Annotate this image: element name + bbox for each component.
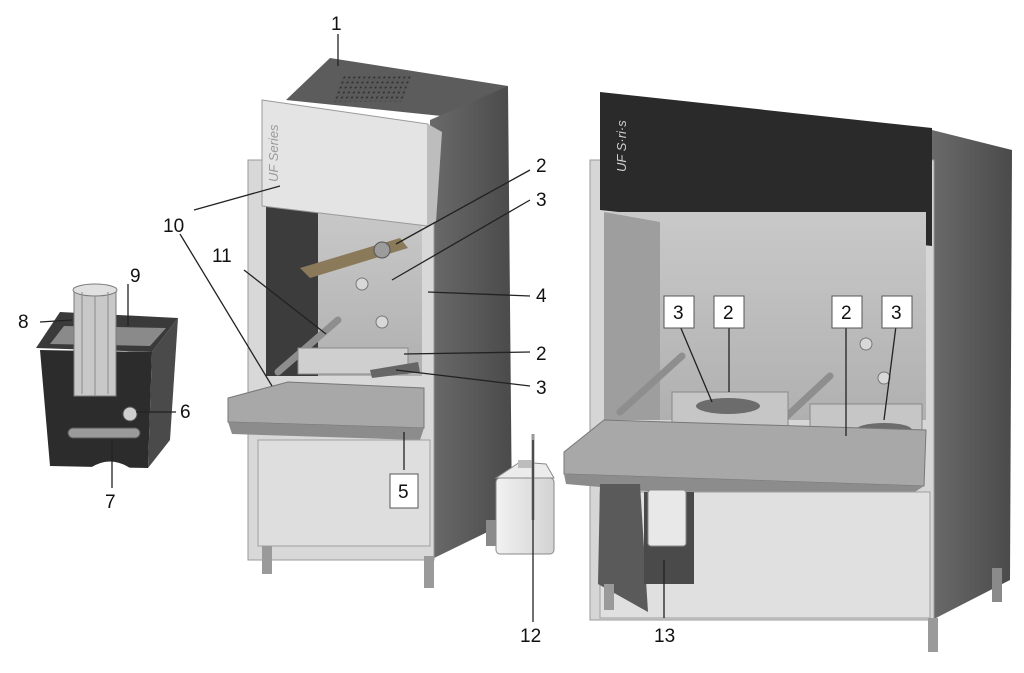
callout-labels: 1 2 3 4 2 3 5 6 7 8 9 10 11 12 13 3 2 2 … <box>18 14 913 647</box>
canister-body <box>495 477 555 555</box>
callout-1: 1 <box>331 14 342 35</box>
right-brand-label: UF S·ri·s <box>614 120 629 172</box>
left-leg-2 <box>424 556 434 588</box>
callout-2d: 2 <box>841 303 852 324</box>
callout-6: 6 <box>180 402 191 423</box>
tank-cutout <box>90 461 130 468</box>
callout-2c: 2 <box>723 303 734 324</box>
right-door-open <box>563 419 927 487</box>
callout-5: 5 <box>398 482 409 503</box>
callout-2a: 2 <box>536 156 547 177</box>
left-top-grille <box>332 76 413 102</box>
callout-13: 13 <box>654 626 675 647</box>
left-leg-3 <box>486 520 496 546</box>
left-nozzle-1 <box>355 277 369 291</box>
callout-3a: 3 <box>536 190 547 211</box>
left-door-open <box>227 381 425 429</box>
right-chamber-left-wall <box>604 212 660 420</box>
right-cabinet: UF S·ri·s <box>563 92 1012 652</box>
left-cabinet-side <box>430 86 512 560</box>
callout-8: 8 <box>18 312 29 333</box>
callout-3d: 3 <box>891 303 902 324</box>
right-leg-1 <box>604 584 614 610</box>
right-leg-3 <box>992 568 1002 602</box>
right-spray-arm-left <box>696 398 760 414</box>
callout-7: 7 <box>105 492 116 513</box>
right-hood <box>600 92 932 246</box>
left-cabinet: UF Series <box>227 58 512 588</box>
callout-4: 4 <box>536 286 547 307</box>
left-brand-label: UF Series <box>266 124 281 182</box>
left-hood <box>261 99 429 227</box>
left-spray-arm-lower <box>370 362 420 378</box>
canister-cap <box>518 460 532 468</box>
filter-top <box>72 283 118 297</box>
right-pipe-left <box>616 352 686 416</box>
callout-10: 10 <box>163 216 184 237</box>
leader-lines <box>39 34 897 622</box>
right-compartment-canister <box>647 489 687 547</box>
callout-3b: 3 <box>536 378 547 399</box>
callout-9: 9 <box>130 266 141 287</box>
left-nozzle-2 <box>375 315 389 329</box>
right-cabinet-door-open <box>598 484 648 612</box>
callout-11: 11 <box>212 246 232 267</box>
callout-12: 12 <box>520 626 541 647</box>
right-cabinet-side <box>932 130 1012 620</box>
callout-2b: 2 <box>536 344 547 365</box>
right-leg-2 <box>928 618 938 652</box>
left-pipe <box>274 316 342 376</box>
tank-fitting <box>122 406 138 422</box>
heater-pipe <box>67 427 141 439</box>
callout-3c: 3 <box>673 303 684 324</box>
tank-side <box>148 318 178 468</box>
tank-assembly <box>36 283 178 468</box>
left-leg-1 <box>262 546 272 574</box>
